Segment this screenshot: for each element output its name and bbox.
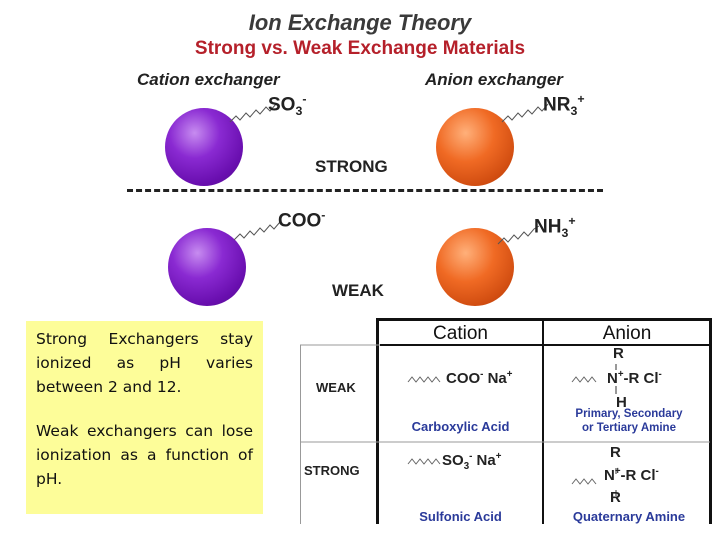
strong-anion-name: Quaternary Amine [572,509,686,524]
strong-anion-formula: N+-R Cl- [604,466,659,484]
strong-anion-r-bottom: R [610,489,621,506]
strong-anion-r-top: R [610,444,621,461]
strong-weak-divider [127,189,603,192]
weak-cation-formula: COO- Na+ [446,369,513,387]
note-weak-text: Weak exchangers can lose ionization as a… [36,422,253,488]
weak-cation-bead [168,228,246,306]
anion-exchanger-label: Anion exchanger [425,70,563,89]
weak-anion-h: H [616,394,627,411]
page-title: Ion Exchange Theory [248,10,472,35]
column-header-anion: Anion [602,323,652,344]
strong-anion-group: NR3+ [543,92,585,119]
comparison-table-grid [300,318,712,524]
strong-cation-formula: SO3- Na+ [442,451,502,472]
strong-label: STRONG [315,157,388,176]
strong-anion-bead [436,108,514,186]
row-label-weak: WEAK [316,380,356,395]
strong-cation-group: SO3- [268,92,307,119]
strong-cation-chain [229,103,277,123]
weak-anion-group: NH3+ [534,214,576,241]
column-header-cation: Cation [433,323,488,344]
weak-cation-group: COO- [278,208,326,232]
weak-anion-chain [497,225,540,245]
weak-anion-name: Primary, Secondary or Tertiary Amine [575,408,683,434]
weak-cation-chain [233,221,281,241]
strong-cation-name: Sulfonic Acid [419,509,502,524]
weak-cation-name: Carboxylic Acid [411,419,510,434]
strong-cation-bead [165,108,243,186]
row-label-strong: STRONG [304,463,360,478]
weak-anion-formula: N+-R Cl- [607,369,662,387]
cation-exchanger-label: Cation exchanger [137,70,280,89]
strong-anion-chain [501,103,549,123]
note-strong-text: Strong Exchangers stay ionized as pH var… [36,330,253,396]
explanation-note: Strong Exchangers stay ionized as pH var… [26,321,263,514]
weak-anion-r-top: R [613,345,624,362]
weak-label: WEAK [332,281,384,300]
page-subtitle: Strong vs. Weak Exchange Materials [194,38,526,59]
